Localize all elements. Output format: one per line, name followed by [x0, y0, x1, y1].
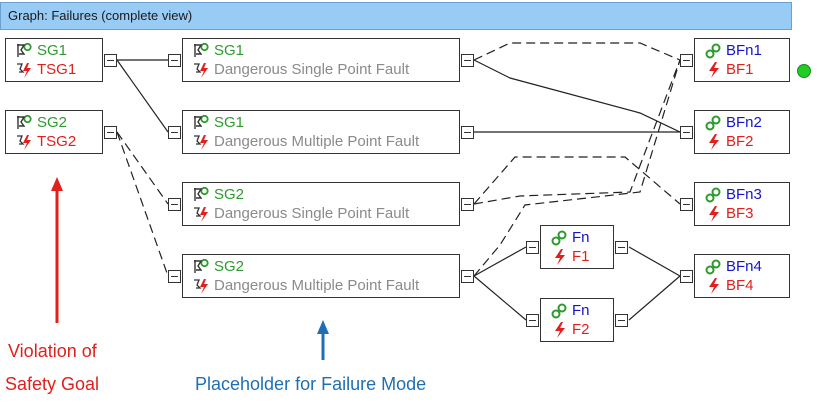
failure-bolt-icon: [194, 135, 208, 150]
function-failure-label: F1: [572, 248, 590, 265]
function-failure-label: F2: [572, 321, 590, 338]
link-fm3-bf3: [473, 156, 681, 205]
safety-goal-icon: [194, 186, 209, 201]
violation-arrowhead: [51, 177, 63, 191]
sg2-output-port[interactable]: [104, 126, 117, 139]
link-fm3-bf1: [473, 59, 681, 205]
basic-function-label: BFn3: [726, 186, 762, 203]
link-sg2-fm4: [116, 131, 169, 277]
link-fm1-bf2: [473, 59, 681, 133]
basic-function-label: BFn4: [726, 258, 762, 275]
failure-bolt-icon: [709, 62, 719, 78]
fn1-input-port[interactable]: [526, 241, 539, 254]
failure-mode-fault: Dangerous Multiple Point Fault: [214, 133, 420, 150]
failure-mode-goal: SG1: [214, 42, 245, 59]
link-fn1-bf4: [628, 246, 681, 277]
safety-goal-label: SG2: [37, 114, 68, 131]
basic-failure-label: BF2: [726, 133, 754, 150]
bf2-input-port[interactable]: [680, 126, 693, 139]
top-failure-label: TSG1: [37, 61, 77, 78]
fm3-output-port[interactable]: [461, 198, 474, 211]
basic-function-label: BFn2: [726, 114, 762, 131]
safety-goal-label: SG1: [37, 42, 68, 59]
link-fm4-bf1: [473, 59, 681, 277]
bf4-input-port[interactable]: [680, 270, 693, 283]
basic-function-node-2[interactable]: BFn2 BF2: [694, 110, 790, 154]
annotation-violation-line2: Safety Goal: [5, 374, 100, 394]
safety-goal-node-2[interactable]: SG2 TSG2: [5, 110, 103, 154]
fn1-output-port[interactable]: [615, 241, 628, 254]
link-fm4-fn1: [473, 246, 527, 277]
window-title: Graph: Failures (complete view): [8, 8, 193, 23]
safety-goal-icon: [194, 114, 209, 129]
failure-mode-fault: Dangerous Single Point Fault: [214, 205, 410, 222]
function-link-icon: [551, 230, 567, 246]
failure-mode-fault: Dangerous Multiple Point Fault: [214, 277, 420, 294]
failure-mode-fault: Dangerous Single Point Fault: [214, 61, 410, 78]
fm1-input-port[interactable]: [168, 54, 181, 67]
basic-failure-label: BF4: [726, 277, 754, 294]
failure-bolt-icon: [17, 63, 31, 78]
failure-mode-node-3[interactable]: SG2 Dangerous Single Point Fault: [182, 182, 460, 226]
fm4-input-port[interactable]: [168, 270, 181, 283]
safety-goal-icon: [194, 258, 209, 273]
failure-bolt-icon: [555, 322, 565, 338]
annotation-placeholder: Placeholder for Failure Mode: [195, 374, 427, 394]
failure-mode-node-1[interactable]: SG1 Dangerous Single Point Fault: [182, 38, 460, 82]
fm1-output-port[interactable]: [461, 54, 474, 67]
failure-mode-goal: SG2: [214, 186, 245, 203]
fn2-input-port[interactable]: [526, 314, 539, 327]
failure-bolt-icon: [194, 279, 208, 294]
failure-mode-goal: SG2: [214, 258, 245, 275]
failure-bolt-icon: [709, 134, 719, 150]
failure-bolt-icon: [709, 278, 719, 294]
function-link-icon: [705, 115, 721, 131]
fm2-output-port[interactable]: [461, 126, 474, 139]
function-link-icon: [705, 43, 721, 59]
failure-bolt-icon: [194, 63, 208, 78]
basic-function-node-3[interactable]: BFn3 BF3: [694, 182, 790, 226]
function-label: Fn: [572, 229, 590, 246]
bf3-input-port[interactable]: [680, 198, 693, 211]
link-sg2-fm3: [116, 131, 169, 205]
fm4-output-port[interactable]: [461, 270, 474, 283]
function-link-icon: [551, 303, 567, 319]
fm2-input-port[interactable]: [168, 126, 181, 139]
link-fm4-fn2: [473, 275, 527, 321]
annotation-violation-line1: Violation of: [8, 341, 97, 361]
bf1-input-port[interactable]: [680, 54, 693, 67]
safety-goal-icon: [17, 114, 32, 129]
failure-mode-goal: SG1: [214, 114, 245, 131]
basic-function-node-1[interactable]: BFn1 BF1: [694, 38, 790, 82]
placeholder-arrowhead: [317, 320, 329, 334]
fm3-input-port[interactable]: [168, 198, 181, 211]
basic-failure-label: BF1: [726, 61, 754, 78]
failure-bolt-icon: [555, 249, 565, 265]
link-fn2-bf4: [628, 275, 681, 321]
failure-bolt-icon: [709, 206, 719, 222]
fn2-output-port[interactable]: [615, 314, 628, 327]
basic-function-label: BFn1: [726, 42, 762, 59]
function-link-icon: [705, 187, 721, 203]
function-node-2[interactable]: Fn F2: [540, 298, 614, 342]
failure-mode-node-2[interactable]: SG1 Dangerous Multiple Point Fault: [182, 110, 460, 154]
link-fm1-bf1: [473, 42, 681, 61]
failure-bolt-icon: [194, 207, 208, 222]
function-label: Fn: [572, 302, 590, 319]
sg1-output-port[interactable]: [104, 54, 117, 67]
basic-function-node-4[interactable]: BFn4 BF4: [694, 254, 790, 298]
function-link-icon: [705, 259, 721, 275]
basic-failure-label: BF3: [726, 205, 754, 222]
window-title-bar: Graph: Failures (complete view): [0, 2, 792, 30]
safety-goal-icon: [17, 42, 32, 57]
top-failure-label: TSG2: [37, 133, 77, 150]
link-sg1-fm2: [116, 59, 169, 133]
failure-mode-node-4[interactable]: SG2 Dangerous Multiple Point Fault: [182, 254, 460, 298]
status-indicator-green: [797, 64, 811, 78]
failure-bolt-icon: [17, 135, 31, 150]
function-node-1[interactable]: Fn F1: [540, 225, 614, 269]
safety-goal-node-1[interactable]: SG1 TSG1: [5, 38, 103, 82]
safety-goal-icon: [194, 42, 209, 57]
